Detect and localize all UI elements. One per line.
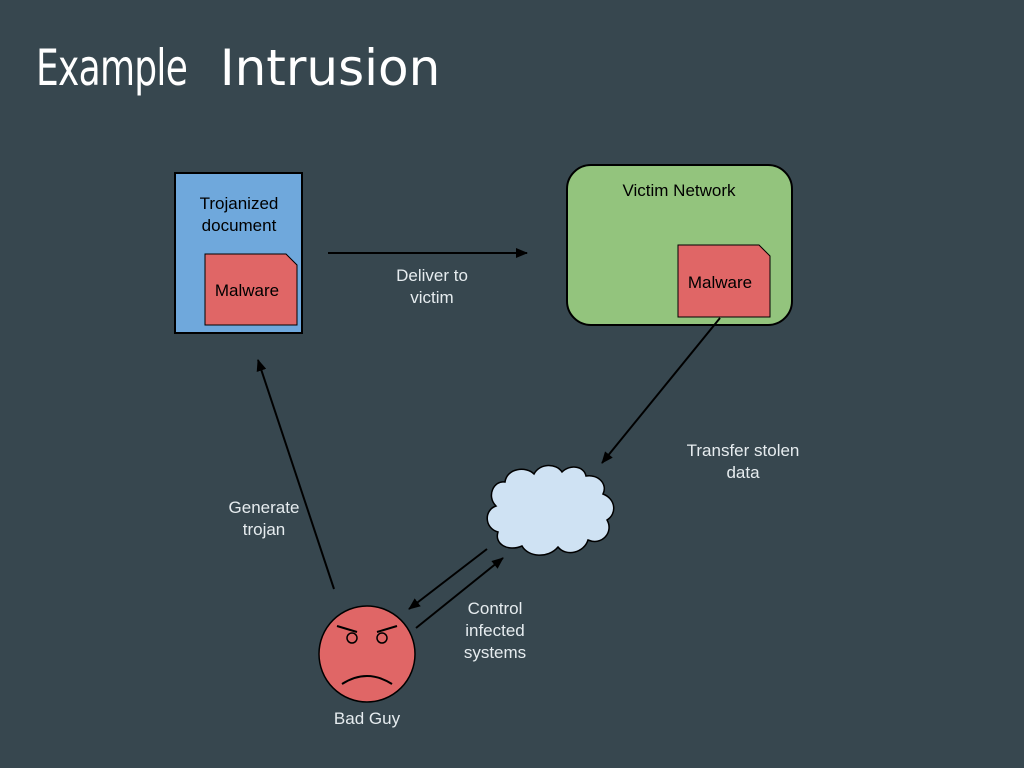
document-malware-label: Malware	[215, 281, 279, 300]
transfer-arrow	[601, 317, 721, 464]
bad-guy-label: Bad Guy	[334, 709, 401, 728]
internet-cloud-icon	[486, 464, 615, 556]
document-malware-file-icon	[204, 253, 298, 326]
control-label-line3: systems	[464, 643, 526, 662]
victim-malware-label: Malware	[688, 273, 752, 292]
generate-arrow	[256, 359, 335, 590]
transfer-label-line2: data	[726, 463, 760, 482]
left-eyebrow	[336, 625, 358, 633]
bad-guy-node: Bad Guy	[318, 605, 416, 728]
title-word-intrusion: Intrusion	[219, 39, 441, 97]
control-label: Control infected systems	[464, 599, 526, 662]
document-label-line2: document	[202, 216, 277, 235]
left-eye	[346, 632, 358, 644]
transfer-label-line1: Transfer stolen	[687, 441, 800, 460]
frown-mouth	[341, 675, 393, 685]
slide-title: Example Intrusion	[36, 40, 440, 96]
victim-network-label: Victim Network	[622, 181, 736, 200]
right-eyebrow	[376, 625, 398, 633]
trojanized-document-node: Trojanized document Malware	[174, 172, 303, 334]
control-arrow-to-bad-guy	[408, 548, 488, 610]
deliver-label: Deliver to victim	[396, 266, 468, 307]
title-word-example: Example	[36, 39, 188, 97]
victim-malware-file-icon	[677, 244, 771, 318]
generate-label-line2: trojan	[243, 520, 286, 539]
control-label-line2: infected	[465, 621, 525, 640]
right-eye	[376, 632, 388, 644]
control-label-line1: Control	[468, 599, 523, 618]
victim-network-node: Victim Network Malware	[566, 164, 793, 326]
transfer-label: Transfer stolen data	[687, 441, 800, 482]
generate-label: Generate trojan	[229, 498, 300, 539]
generate-label-line1: Generate	[229, 498, 300, 517]
angry-face-icon	[318, 605, 416, 703]
deliver-label-line1: Deliver to	[396, 266, 468, 285]
document-label-line1: Trojanized	[200, 194, 279, 213]
deliver-label-line2: victim	[410, 288, 453, 307]
control-arrow-to-cloud	[415, 557, 504, 629]
